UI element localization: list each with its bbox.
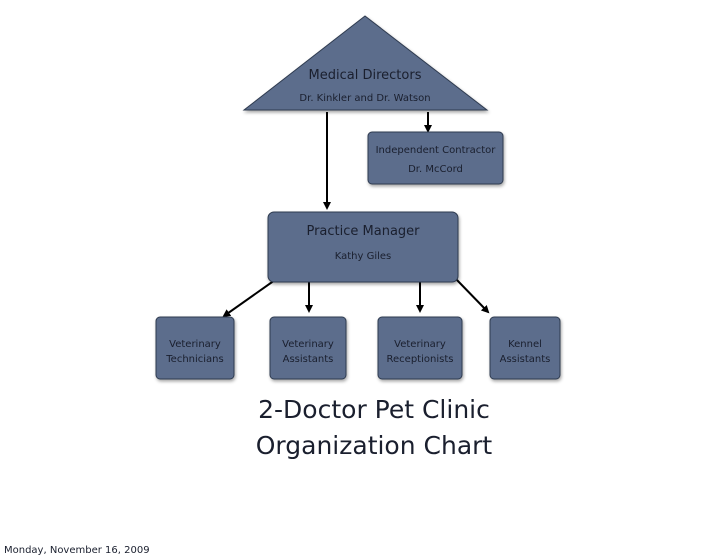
node-line1: Veterinary xyxy=(394,339,446,350)
node-box xyxy=(377,316,463,380)
node-kennel-assistants: Kennel Assistants xyxy=(489,316,561,380)
node-subtitle: Kathy Giles xyxy=(335,251,392,262)
node-box xyxy=(269,316,347,380)
node-box xyxy=(155,316,235,380)
node-line1: Veterinary xyxy=(282,339,334,350)
node-veterinary-assistants: Veterinary Assistants xyxy=(269,316,347,380)
node-veterinary-technicians: Veterinary Technicians xyxy=(155,316,235,380)
connectors xyxy=(222,112,490,318)
node-line1: Veterinary xyxy=(169,339,221,350)
node-subtitle: Dr. McCord xyxy=(408,164,463,175)
node-box xyxy=(367,131,504,185)
connector-manager-to-kennel xyxy=(454,277,490,314)
chart-title: 2-Doctor Pet Clinic Organization Chart xyxy=(236,392,512,464)
node-box xyxy=(489,316,561,380)
node-independent-contractor: Independent Contractor Dr. McCord xyxy=(367,131,504,185)
node-line1: Kennel xyxy=(508,339,542,350)
node-veterinary-receptionists: Veterinary Receptionists xyxy=(377,316,463,380)
node-practice-manager: Practice Manager Kathy Giles xyxy=(267,211,459,283)
node-line2: Receptionists xyxy=(387,354,454,365)
node-subtitle: Dr. Kinkler and Dr. Watson xyxy=(299,93,430,104)
chart-title-line1: 2-Doctor Pet Clinic xyxy=(258,395,490,424)
node-title: Independent Contractor xyxy=(376,145,497,156)
node-title: Medical Directors xyxy=(309,68,422,83)
node-line2: Assistants xyxy=(500,354,551,365)
chart-title-line2: Organization Chart xyxy=(255,431,493,460)
footer-date: Monday, November 16, 2009 xyxy=(4,545,150,556)
node-title: Practice Manager xyxy=(306,224,420,239)
node-medical-directors: Medical Directors Dr. Kinkler and Dr. Wa… xyxy=(242,15,489,111)
connector-manager-to-technicians xyxy=(222,279,276,318)
node-box xyxy=(267,211,459,283)
node-line2: Technicians xyxy=(165,354,223,365)
triangle-shape xyxy=(242,15,489,111)
node-line2: Assistants xyxy=(283,354,334,365)
